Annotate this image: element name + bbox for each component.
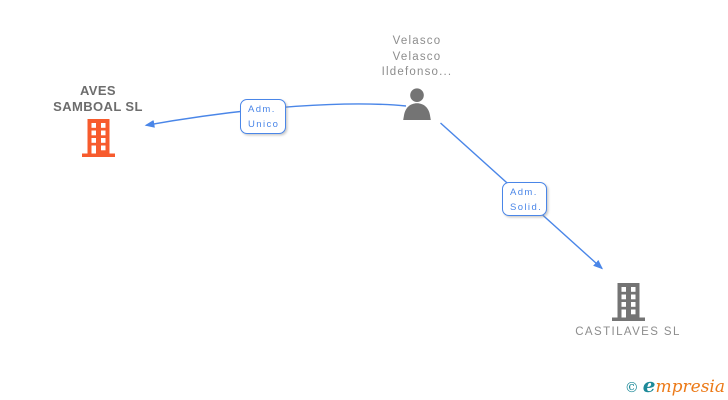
brand-wordmark: empresia <box>642 373 725 397</box>
edge-person-to-aves-samboal <box>144 103 407 128</box>
company-name-aves-samboal: AVES SAMBOAL SL <box>53 83 143 114</box>
empresia-logo[interactable]: © empresia <box>625 375 725 397</box>
person-silhouette-icon <box>403 87 431 120</box>
office-building-icon <box>81 119 115 157</box>
company-node-aves-samboal[interactable]: AVES SAMBOAL SL <box>18 83 178 157</box>
copyright-icon: © <box>624 380 639 396</box>
relationship-label-adm-unico: Adm. Unico <box>240 99 286 134</box>
company-node-castilaves[interactable]: CASTILAVES SL <box>558 283 698 340</box>
office-building-icon <box>611 283 645 321</box>
relationship-label-adm-solid: Adm. Solid. <box>502 182 547 216</box>
company-name-castilaves: CASTILAVES SL <box>575 326 681 338</box>
person-name: Velasco Velasco Ildefonso... <box>381 35 453 78</box>
person-node-velasco[interactable]: Velasco Velasco Ildefonso... <box>347 34 487 120</box>
